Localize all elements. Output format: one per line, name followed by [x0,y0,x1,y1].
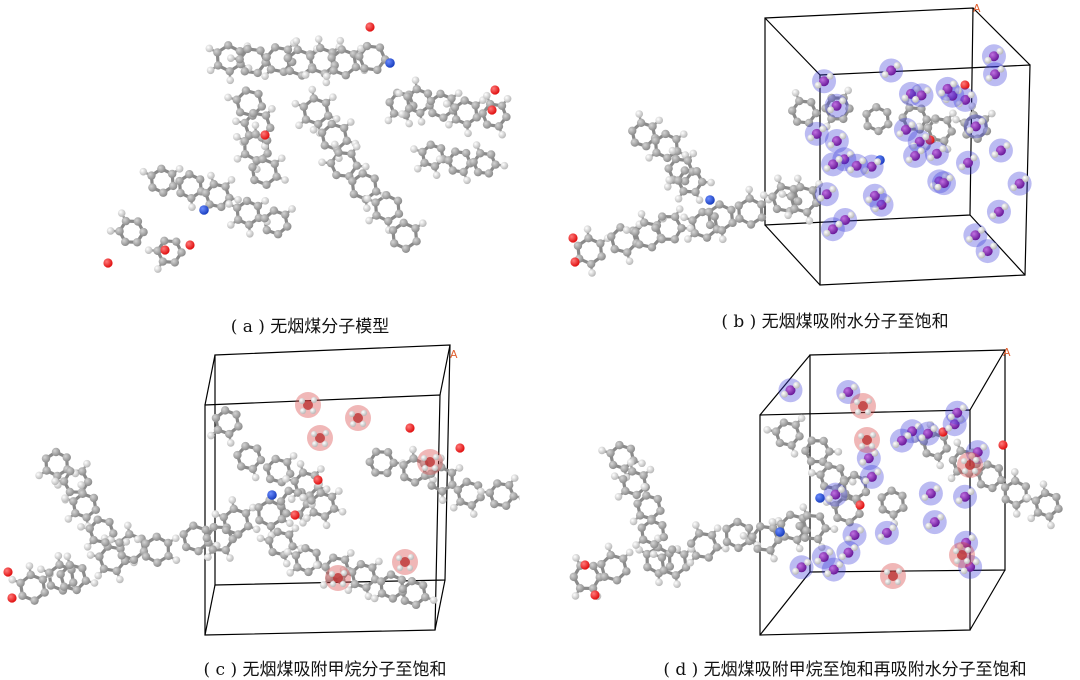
atoms [3,406,520,609]
anthracite-water-cell-b: A [555,0,1070,300]
caption-c: ( c ) 无烟煤吸附甲烷分子至饱和 [160,655,490,680]
panel-d-methane-then-water: A [565,340,1075,640]
anthracite-methane-cell-c: A [0,340,520,640]
cell-axis-label-a: A [450,348,458,361]
anthracite-methane-water-cell-d: A [565,340,1075,640]
cell-axis-label-a: A [1003,346,1011,359]
water-molecules [805,44,1032,263]
anthracite-molecule-a [100,5,520,295]
panel-a-molecule-model [100,5,520,295]
caption-d: ( d ) 无烟煤吸附甲烷至饱和再吸附水分子至饱和 [620,655,1070,680]
panel-c-methane-saturation: A [0,340,520,640]
bonds [12,410,520,604]
atoms [103,22,511,272]
caption-b: ( b ) 无烟煤吸附水分子至饱和 [710,307,960,332]
cell-axis-label-a: A [973,2,981,15]
panel-b-water-saturation: A [555,0,1070,300]
caption-a: ( a ) 无烟煤分子模型 [200,312,420,337]
